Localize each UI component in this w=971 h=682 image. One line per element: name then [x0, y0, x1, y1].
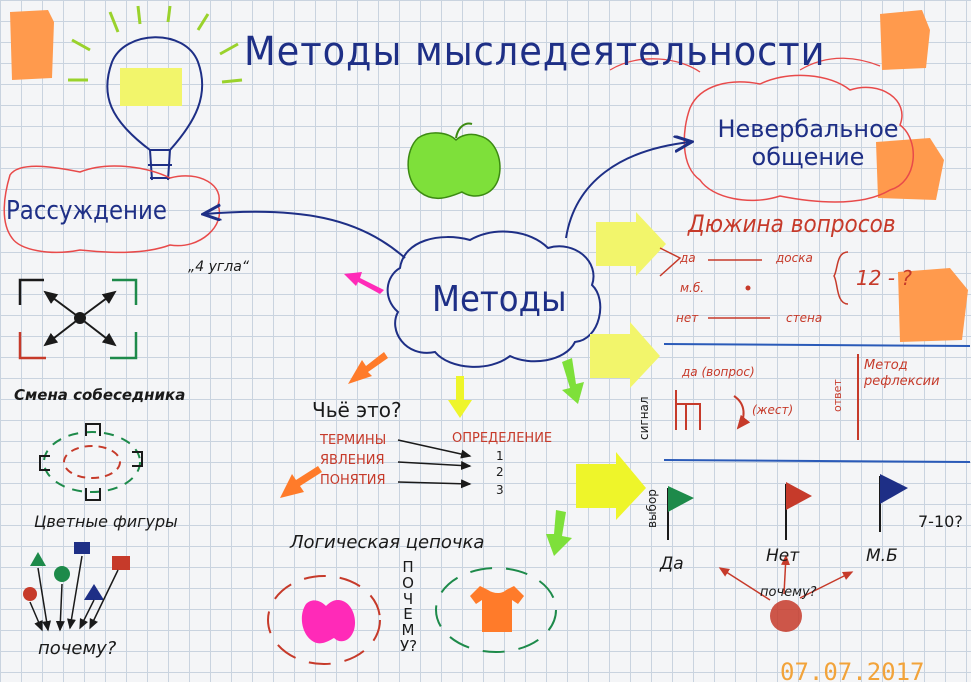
green-flag-icon: [667, 486, 694, 540]
orange-arrow-lower-icon: [280, 466, 322, 498]
dozen-brace-label: 12 - ?: [856, 266, 912, 290]
reflection-method: Метод рефлексии: [864, 358, 940, 389]
red-flag-icon: [785, 482, 812, 540]
flags-count: 7-10?: [918, 512, 963, 531]
orange-sticky-note-right-middle: [876, 138, 944, 200]
green-arrow-lower-icon: [546, 510, 572, 556]
number-2: 2: [496, 465, 504, 479]
four-corners-note: „4 угла“: [188, 259, 250, 275]
number-3: 3: [496, 483, 504, 497]
why-label-left: почему?: [38, 638, 117, 659]
colored-shapes: [23, 542, 130, 632]
cloud-nonverbal: [683, 74, 914, 203]
flag-yes-label: Да: [660, 554, 684, 574]
green-arrow-upper-icon: [562, 358, 584, 404]
reflection-side-label: сигнал: [637, 396, 651, 440]
orange-sticky-note-top-right: [880, 10, 930, 70]
orange-sticky-note-right-lower: [898, 268, 968, 342]
arrow-center-to-reasoning: [205, 212, 406, 259]
reflection-left-bottom: (жест): [752, 403, 794, 417]
cloud-reasoning: [3, 165, 221, 254]
green-apple-icon: [407, 132, 501, 200]
orange-arrow-left-icon: [348, 352, 388, 384]
four-corners-icon: [18, 278, 138, 360]
colored-shapes-label: Цветные фигуры: [34, 512, 178, 531]
green-dashed-circle: [435, 567, 557, 653]
reflection-mid-label: ответ: [831, 379, 844, 412]
partner-change-label: Смена собеседника: [14, 386, 186, 404]
dozen-row3-right: стена: [786, 311, 823, 325]
blue-flag-icon: [879, 474, 908, 532]
logical-chain-vertical: почему?: [400, 558, 418, 655]
flag-maybe-label: М.Б: [866, 546, 898, 566]
dozen-row3-left: нет: [676, 311, 699, 325]
divider-1: [663, 343, 971, 347]
orange-sticky-note-top-left: [10, 10, 54, 80]
arrow-center-to-nonverbal: [565, 142, 690, 239]
light-rays-icon: [68, 5, 243, 84]
flag-no-label: Нет: [766, 546, 800, 566]
logical-chain-title: Логическая цепочка: [290, 532, 485, 553]
term-1: термины: [320, 433, 387, 448]
page-title: Методы мыследеятельности: [244, 29, 826, 75]
flags-why: почему?: [760, 585, 817, 600]
partner-change-diagram: [39, 423, 143, 501]
orange-shirt-icon: [470, 586, 524, 632]
nonverbal-label: Невербальное общение: [717, 115, 899, 171]
pink-apple-icon: [301, 600, 356, 644]
yellow-sticky-note-bulb: [120, 68, 182, 106]
dozen-row1-right: доска: [776, 251, 813, 265]
dozen-title: Дюжина вопросов: [688, 210, 896, 238]
photo-date-stamp: 07.07.2017: [780, 658, 925, 682]
dozen-row2-left: м.б.: [680, 281, 705, 295]
dozen-row1-left: да: [680, 251, 696, 265]
red-circle-icon: [770, 600, 802, 632]
flags-side-label: выбор: [645, 489, 659, 528]
reasoning-label: Рассуждение: [6, 196, 167, 226]
light-bulb-icon: [106, 36, 204, 181]
center-label: Методы: [432, 279, 567, 320]
divider-2: [663, 459, 971, 463]
term-3: понятия: [320, 473, 386, 488]
reflection-left-top: да (вопрос): [682, 365, 755, 379]
yellow-arrow-note-1: [596, 212, 666, 276]
yellow-arrow-note-2: [590, 322, 660, 388]
definition-label: определение: [452, 431, 553, 446]
term-2: явления: [320, 453, 385, 468]
number-1: 1: [496, 449, 504, 463]
pink-arrow-icon: [344, 272, 384, 294]
whose-question: Чьё это?: [312, 398, 402, 422]
chair-icon: [675, 390, 751, 430]
yellow-arrow-icon: [448, 376, 472, 418]
red-dashed-circle: [267, 575, 381, 665]
yellow-arrow-note-3: [576, 452, 646, 520]
cloud-center: [386, 230, 602, 368]
